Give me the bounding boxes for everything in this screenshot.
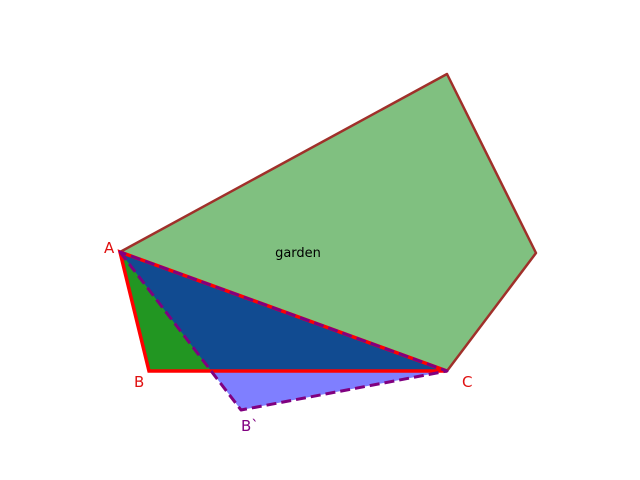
point-label-a: A	[104, 239, 115, 257]
point-label-c: C	[462, 373, 472, 391]
garden-label: garden	[275, 246, 321, 261]
triangle-abc-outline	[117, 249, 448, 373]
point-label-b-prime: B`	[241, 417, 259, 435]
triangle-ab-prime-c-outline	[118, 250, 449, 412]
point-label-b: B	[134, 373, 144, 391]
